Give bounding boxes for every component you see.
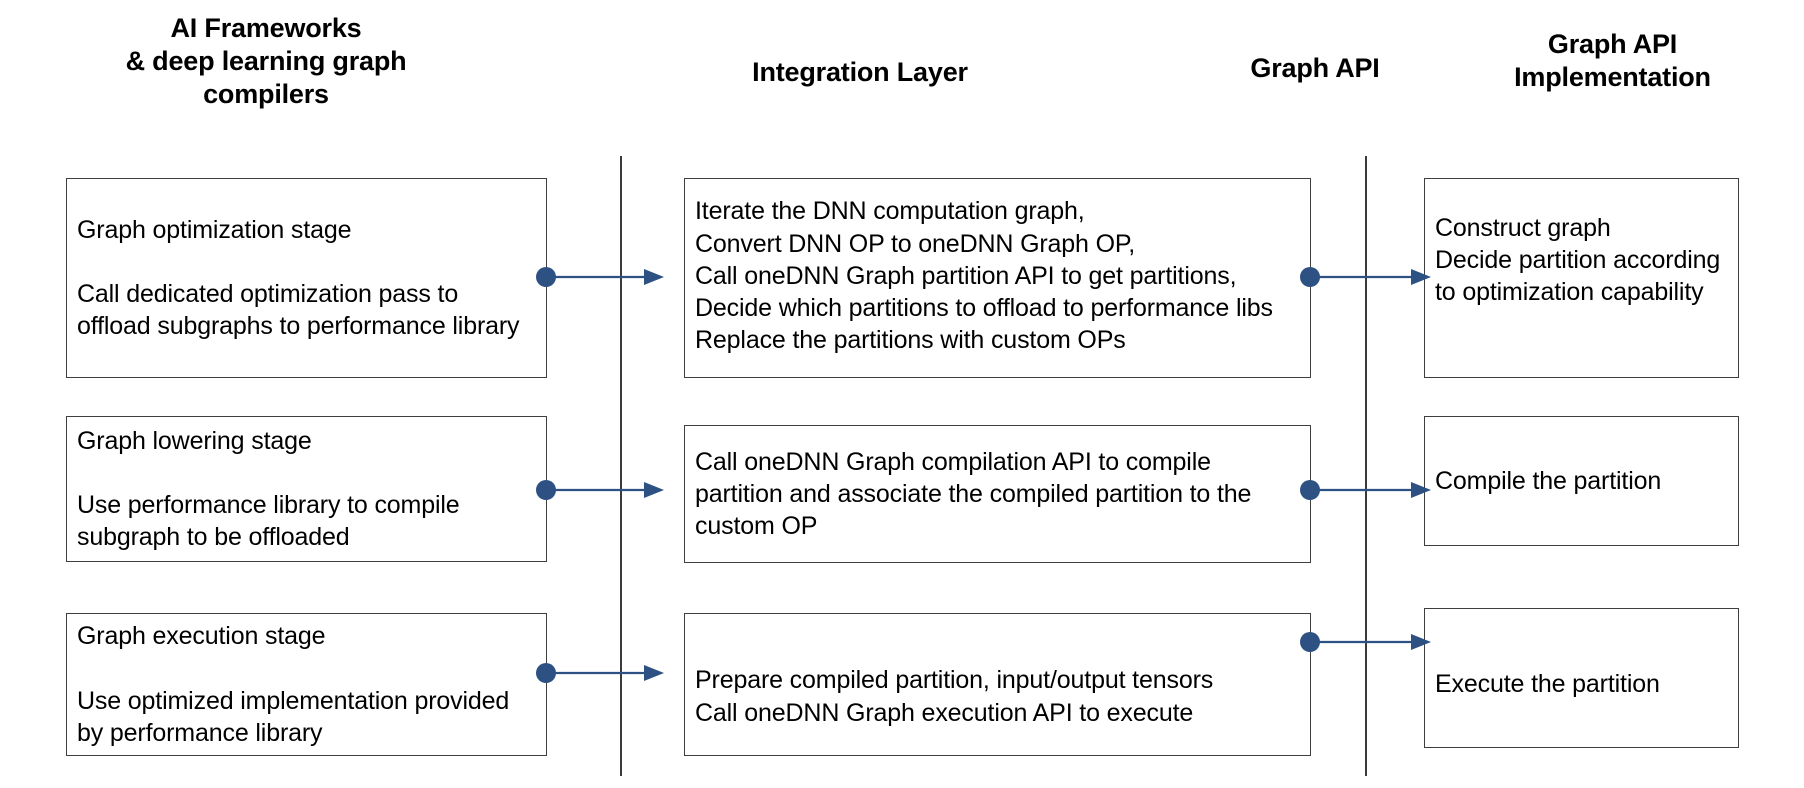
box-text: Call oneDNN Graph compilation API to com…	[695, 447, 1252, 541]
box-text: Construct graph Decide partition accordi…	[1435, 213, 1721, 307]
box-text: Execute the partition	[1435, 669, 1660, 698]
column-header-integration-layer: Integration Layer	[752, 57, 968, 87]
column-header-graph-api: Graph API	[1250, 53, 1380, 83]
arrow-connector-middle-to-right-row2	[1300, 477, 1433, 503]
column-divider-left	[620, 156, 622, 776]
box-graph-execution-stage: Graph execution stage Use optimized impl…	[66, 613, 547, 756]
box-text: Prepare compiled partition, input/output…	[695, 666, 1214, 727]
arrow-connector-middle-to-right-row3	[1300, 629, 1433, 655]
arrow-connector-left-to-middle-row1	[536, 264, 666, 290]
box-text: Graph execution stage Use optimized impl…	[77, 622, 510, 747]
arrow-connector-left-to-middle-row3	[536, 660, 666, 686]
box-graph-lowering-stage: Graph lowering stage Use performance lib…	[66, 416, 547, 562]
box-impl-construct-graph: Construct graph Decide partition accordi…	[1424, 178, 1739, 378]
box-text: Compile the partition	[1435, 466, 1662, 495]
box-impl-compile-partition: Compile the partition	[1424, 416, 1739, 546]
box-text: Iterate the DNN computation graph, Conve…	[695, 197, 1273, 355]
box-graph-optimization-stage: Graph optimization stage Call dedicated …	[66, 178, 547, 378]
arrow-connector-left-to-middle-row2	[536, 477, 666, 503]
box-integration-graph-execution: Prepare compiled partition, input/output…	[684, 613, 1311, 756]
column-divider-right	[1365, 156, 1367, 776]
box-integration-graph-optimization: Iterate the DNN computation graph, Conve…	[684, 178, 1311, 378]
box-impl-execute-partition: Execute the partition	[1424, 608, 1739, 748]
arrow-connector-middle-to-right-row1	[1300, 264, 1433, 290]
column-header-graph-api-implementation: Graph API Implementation	[1514, 29, 1711, 93]
box-text: Graph lowering stage Use performance lib…	[77, 426, 460, 552]
box-integration-graph-lowering: Call oneDNN Graph compilation API to com…	[684, 425, 1311, 563]
column-header-ai-frameworks: AI Frameworks & deep learning graph comp…	[125, 13, 407, 110]
box-text: Graph optimization stage Call dedicated …	[77, 215, 520, 341]
